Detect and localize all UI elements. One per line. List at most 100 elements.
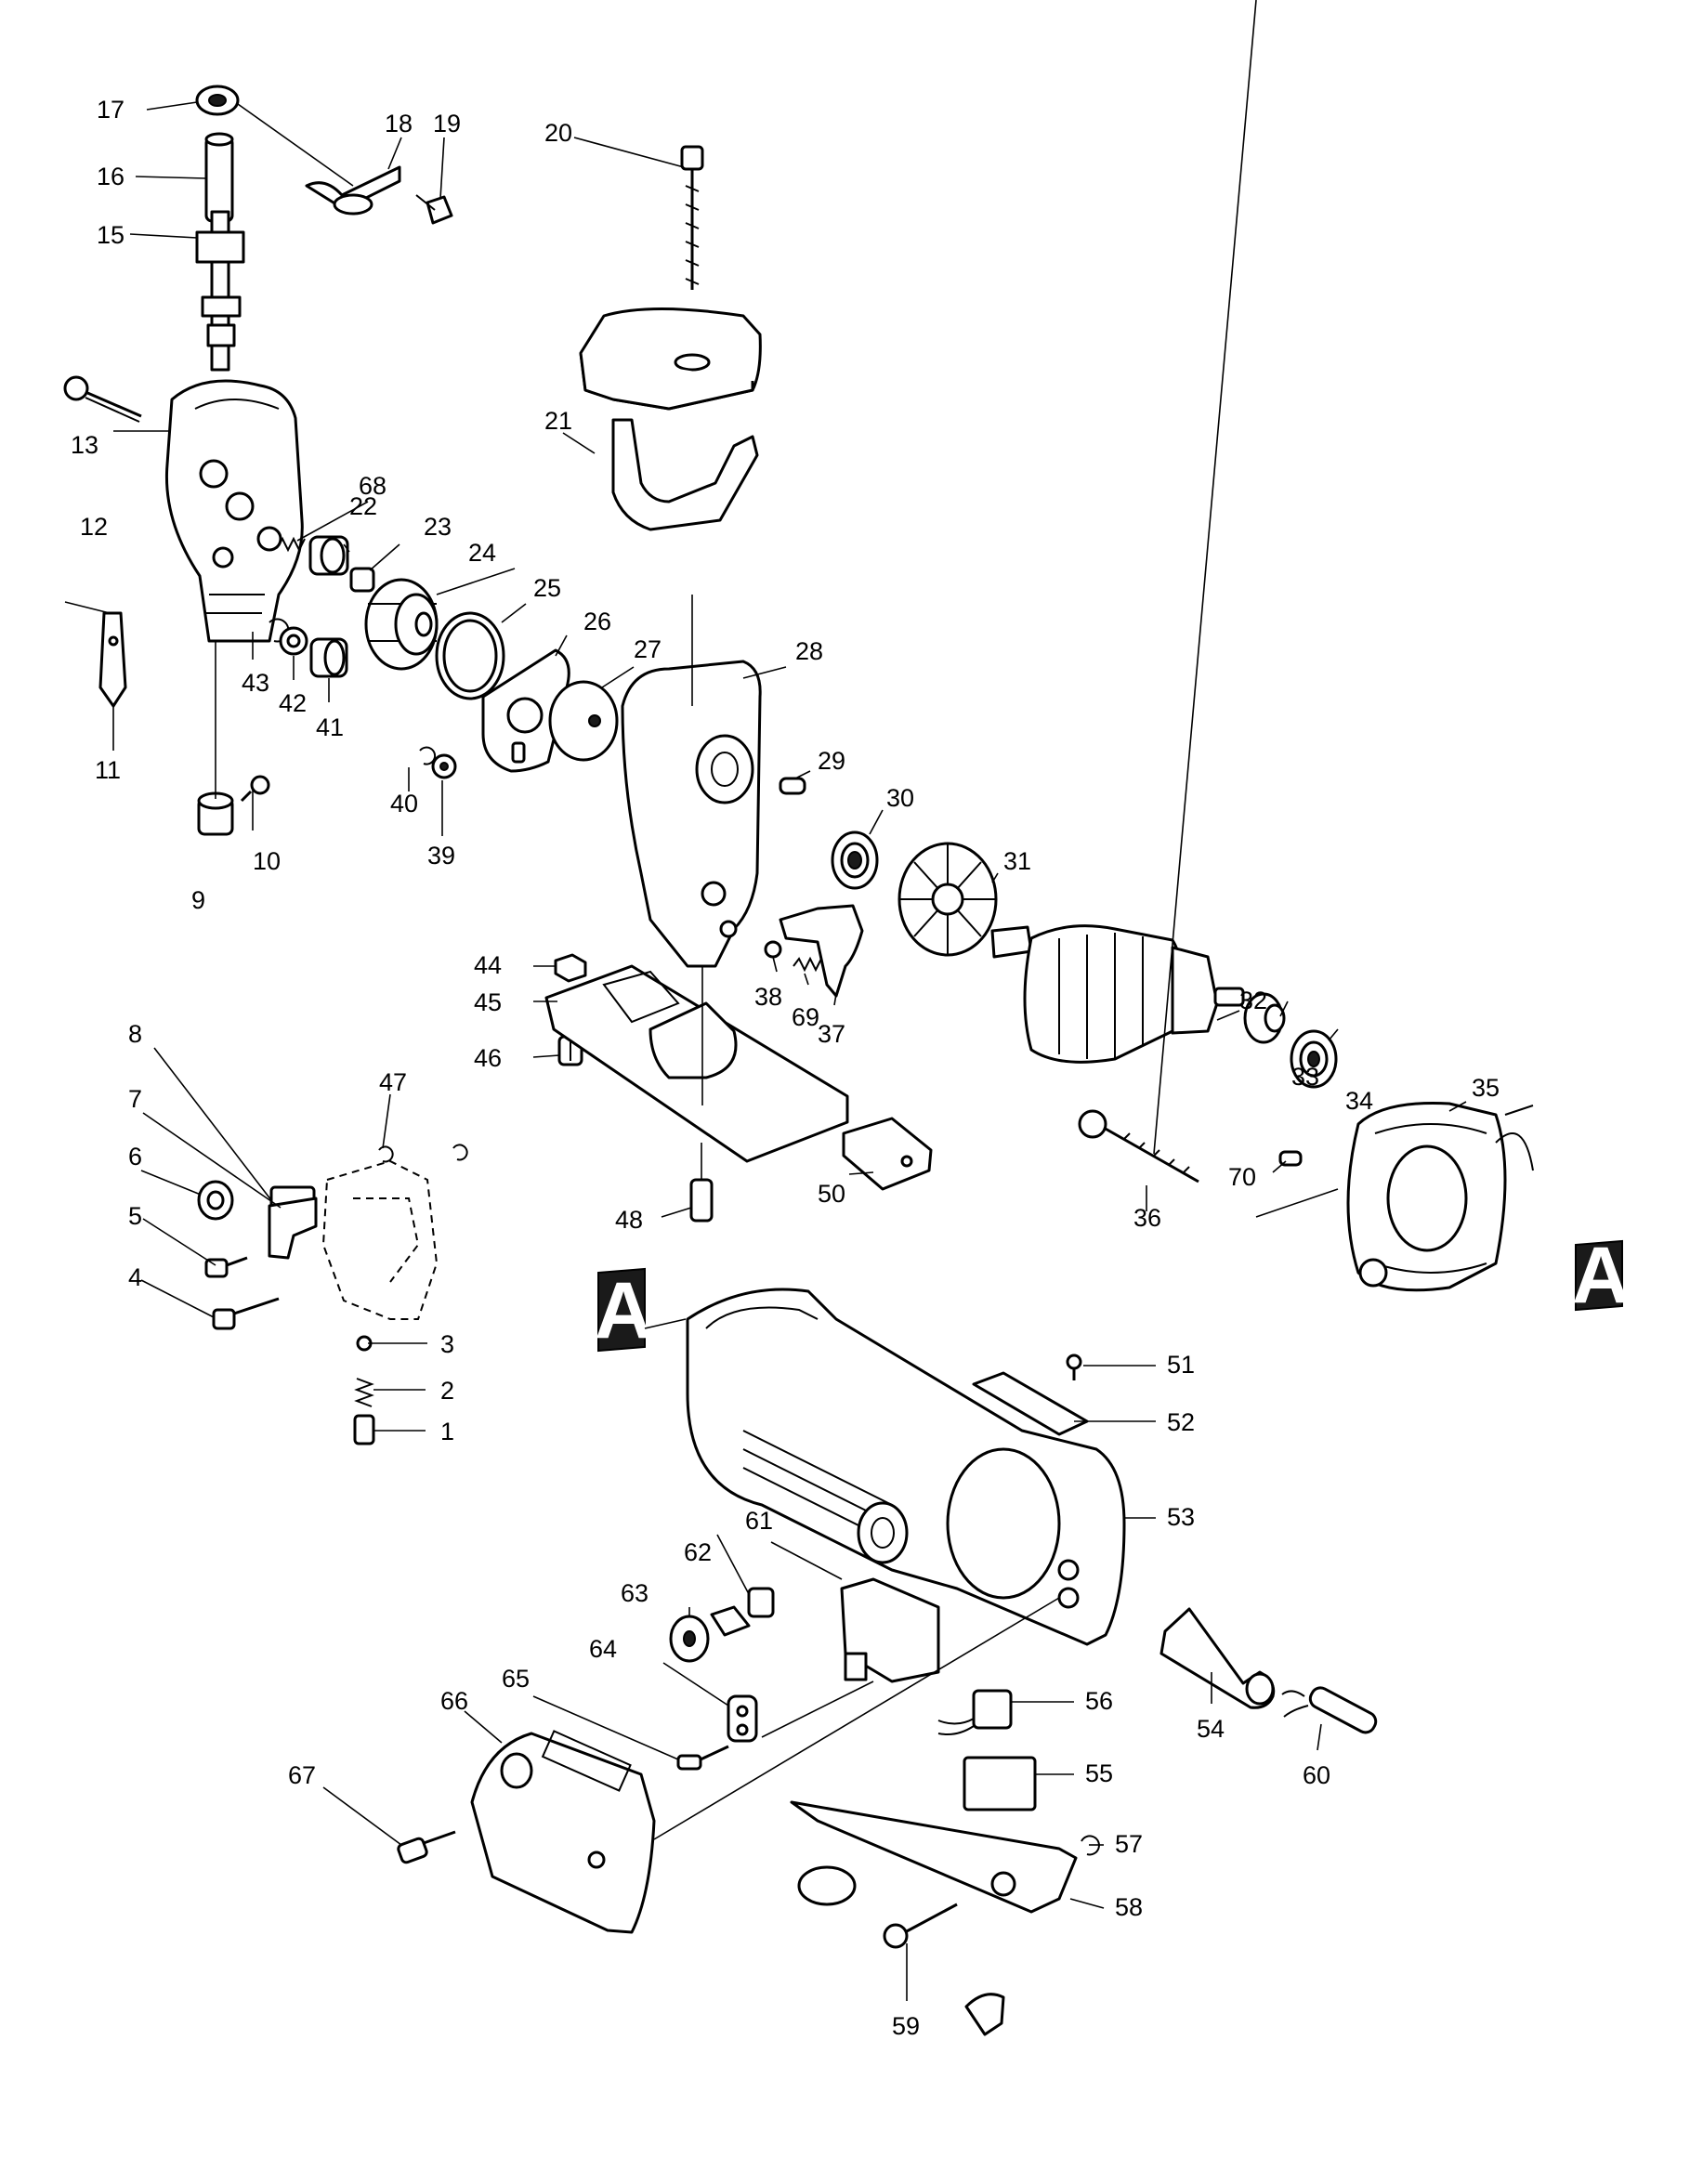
- label-part-18: 18: [385, 110, 413, 137]
- marker-a-left: A: [595, 1266, 652, 1355]
- part-38-ball: [764, 940, 782, 959]
- part-56-capacitor: [937, 1689, 1013, 1735]
- part-17-bearing: [195, 85, 240, 116]
- label-part-41: 41: [316, 713, 344, 741]
- label-part-17: 17: [97, 96, 124, 124]
- label-part-30: 30: [886, 784, 914, 812]
- part-36-bolt: [1078, 1109, 1199, 1184]
- part-51-screw: [1066, 1354, 1082, 1380]
- label-part-63: 63: [621, 1579, 648, 1607]
- label-part-4: 4: [128, 1263, 142, 1291]
- label-part-45: 45: [474, 988, 502, 1016]
- part-4-bolt: [212, 1297, 280, 1330]
- part-25-o-ring: [435, 611, 505, 700]
- label-part-34: 34: [1345, 1087, 1373, 1115]
- label-part-38: 38: [754, 983, 782, 1011]
- part-13-bolt: [63, 375, 142, 423]
- part-61-switch: [840, 1577, 940, 1683]
- part-15-plunger: [195, 210, 245, 372]
- housing-outline-dashed: [321, 1144, 468, 1320]
- leader-lines: [64, 0, 1467, 2001]
- label-part-57: 57: [1115, 1830, 1143, 1858]
- label-part-55: 55: [1085, 1759, 1113, 1787]
- part-number-labels: 17 16 15 18 19 20 21 13 12 11 9 10 43 42…: [71, 96, 1500, 2040]
- label-part-8: 8: [128, 1020, 142, 1048]
- part-40-ring: [419, 746, 437, 765]
- part-37-lever: [779, 904, 864, 998]
- label-part-56: 56: [1085, 1687, 1113, 1715]
- label-part-53: 53: [1167, 1503, 1195, 1531]
- part-48-screw: [689, 1143, 714, 1223]
- marker-a-left-label: A: [595, 1266, 652, 1355]
- label-part-39: 39: [427, 842, 455, 870]
- part-34-bearing: [1290, 1029, 1338, 1089]
- label-part-64: 64: [589, 1635, 617, 1663]
- part-9-nut: [197, 791, 234, 836]
- label-part-23: 23: [424, 513, 452, 541]
- marker-a-right-label: A: [1572, 1231, 1630, 1320]
- part-35-field: [1346, 1102, 1534, 1292]
- part-55-block: [963, 1756, 1037, 1811]
- part-62-connector: [710, 1587, 775, 1637]
- label-part-69: 69: [792, 1003, 819, 1031]
- label-part-47: 47: [379, 1068, 407, 1096]
- part-59-screw: [883, 1903, 958, 1949]
- part-33-bushing: [1243, 992, 1286, 1044]
- part-22-bushing: [308, 535, 349, 576]
- label-part-22: 22: [349, 492, 377, 520]
- part-10-screw: [240, 775, 270, 803]
- label-part-26: 26: [583, 608, 611, 635]
- label-part-67: 67: [288, 1761, 316, 1789]
- label-part-7: 7: [128, 1085, 142, 1113]
- part-20-bolt: [680, 145, 704, 290]
- label-part-66: 66: [440, 1687, 468, 1715]
- marker-a-right: A: [1572, 1231, 1630, 1320]
- part-27-washer: [548, 680, 619, 762]
- label-part-25: 25: [533, 574, 561, 602]
- label-part-70: 70: [1228, 1163, 1256, 1191]
- label-part-36: 36: [1133, 1204, 1161, 1232]
- label-part-40: 40: [390, 790, 418, 817]
- label-part-42: 42: [279, 689, 307, 717]
- label-part-61: 61: [745, 1507, 773, 1535]
- label-part-32: 32: [1239, 987, 1267, 1014]
- part-41-roller: [309, 637, 348, 678]
- part-21-handle-cover: [579, 307, 762, 531]
- part-58-bracket: [790, 1800, 1078, 2036]
- label-part-51: 51: [1167, 1351, 1195, 1379]
- part-23-pin: [349, 567, 375, 593]
- label-part-31: 31: [1003, 847, 1031, 875]
- part-32-armature: [990, 924, 1245, 1064]
- label-part-65: 65: [502, 1665, 530, 1693]
- part-64-plate: [727, 1694, 758, 1743]
- label-part-33: 33: [1291, 1063, 1319, 1091]
- label-part-20: 20: [544, 119, 572, 147]
- label-part-54: 54: [1197, 1715, 1225, 1743]
- label-part-52: 52: [1167, 1408, 1195, 1436]
- part-29-pin: [779, 777, 806, 795]
- label-part-27: 27: [634, 635, 662, 663]
- label-part-46: 46: [474, 1044, 502, 1072]
- part-6-knob: [197, 1180, 234, 1221]
- label-part-60: 60: [1303, 1761, 1330, 1789]
- label-part-68: 68: [359, 472, 386, 500]
- part-19-screw: [415, 194, 453, 225]
- label-part-28: 28: [795, 637, 823, 665]
- label-part-15: 15: [97, 221, 124, 249]
- label-part-1: 1: [440, 1418, 454, 1445]
- label-part-12: 12: [80, 513, 108, 541]
- part-57-ring: [1081, 1835, 1100, 1856]
- part-44-nut: [554, 953, 587, 983]
- part-12-gear-housing: [164, 379, 304, 643]
- part-11-blade-guide: [98, 611, 127, 708]
- part-54-grip: [1159, 1607, 1276, 1709]
- label-part-2: 2: [440, 1377, 454, 1405]
- label-part-9: 9: [191, 886, 205, 914]
- label-part-16: 16: [97, 163, 124, 190]
- label-part-35: 35: [1472, 1074, 1500, 1102]
- part-53-motor-housing: [686, 1288, 1126, 1646]
- part-69-spring: [793, 956, 822, 973]
- part-7-bracket: [268, 1197, 318, 1260]
- label-part-58: 58: [1115, 1893, 1143, 1921]
